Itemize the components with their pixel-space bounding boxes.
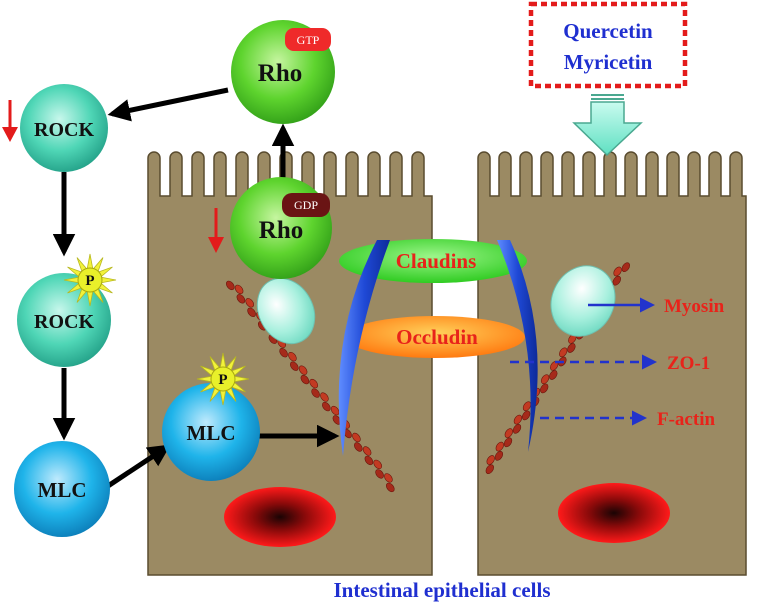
actin-bead xyxy=(309,378,318,389)
myosin-label: Myosin xyxy=(664,296,725,317)
claudins-label: Claudins xyxy=(396,249,477,273)
phosphate-rock-label: P xyxy=(85,273,94,289)
right-vesicle xyxy=(550,265,616,337)
actin-bead xyxy=(362,446,372,456)
mlc-p-node: MLC P xyxy=(162,352,260,481)
actin-bead xyxy=(567,343,576,353)
rock-p-circle xyxy=(17,273,111,367)
actin-bead xyxy=(612,275,621,286)
occludin-oval xyxy=(345,316,525,358)
actin-bead xyxy=(226,280,235,291)
rho-gtp-label: Rho xyxy=(258,60,302,87)
actin-bead xyxy=(236,294,246,304)
actin-bead xyxy=(513,414,523,425)
mlc-p-circle xyxy=(162,383,260,481)
factin-label: F-actin xyxy=(657,409,715,430)
rho-gdp-node: Rho GDP xyxy=(230,177,332,279)
phosphate-core xyxy=(210,366,236,392)
actin-bead xyxy=(494,450,504,461)
rock-p-node: ROCK P xyxy=(17,253,117,367)
actin-bead xyxy=(290,361,299,371)
left-nucleus xyxy=(224,487,336,547)
actin-bead xyxy=(311,388,320,398)
gtp-badge-label: GTP xyxy=(297,33,320,47)
right-nucleus xyxy=(558,483,670,543)
phosphate-sun-rock xyxy=(63,253,117,307)
actin-bead xyxy=(234,284,244,295)
actin-bead xyxy=(298,365,308,375)
actin-bead xyxy=(540,383,549,394)
actin-bead xyxy=(522,401,532,412)
actin-bead xyxy=(373,459,382,470)
rock-p-label: ROCK xyxy=(34,311,94,333)
actin-bead xyxy=(495,441,504,452)
actin-bead xyxy=(485,464,494,475)
arrow-mlc-to-mlcp xyxy=(106,444,171,489)
rho-gdp-label: Rho xyxy=(259,217,303,244)
actin-bead xyxy=(549,370,558,380)
actin-bead xyxy=(512,423,522,434)
actin-bead xyxy=(486,455,495,465)
actin-bead xyxy=(352,432,361,443)
actin-bead xyxy=(613,266,622,277)
actin-bead xyxy=(330,405,340,416)
right-cell-body xyxy=(477,151,747,576)
actin-bead xyxy=(247,307,256,317)
phosphate-mlc-label: P xyxy=(218,372,227,388)
actin-bead xyxy=(384,473,393,483)
caption: Intestinal epithelial cells xyxy=(334,578,551,602)
actin-bead xyxy=(245,298,254,308)
mlc-p-label: MLC xyxy=(187,421,236,445)
actin-bead xyxy=(354,442,363,452)
actin-bead xyxy=(386,482,395,493)
rock-label: ROCK xyxy=(34,119,94,141)
left-vesicle xyxy=(256,277,316,345)
right-junction-membrane xyxy=(497,240,538,452)
actin-bead xyxy=(364,455,374,466)
mlc-circle xyxy=(14,441,110,537)
rho-gtp-node: Rho GTP xyxy=(231,20,335,124)
actin-bead xyxy=(320,392,329,402)
actin-bead xyxy=(521,410,531,421)
actin-bead xyxy=(504,428,513,438)
actin-bead xyxy=(375,469,384,479)
phosphate-sun-mlc xyxy=(196,352,250,406)
inhibitor-quercetin-label: Quercetin xyxy=(563,19,653,43)
rho-down-arrow xyxy=(208,208,224,253)
actin-bead xyxy=(288,352,297,362)
gdp-badge-label: GDP xyxy=(294,198,318,212)
phosphate-core xyxy=(77,267,103,293)
actin-bead xyxy=(621,262,630,273)
actin-bead xyxy=(540,374,550,385)
right-cell xyxy=(477,151,747,576)
actin-bead xyxy=(300,374,310,385)
mlc-label: MLC xyxy=(38,478,87,502)
rock-down-arrow xyxy=(2,100,18,142)
actin-bead xyxy=(503,437,513,448)
rock-circle xyxy=(20,84,108,172)
inhibitor-arrow xyxy=(572,94,643,157)
actin-bead xyxy=(279,348,288,358)
left-junction-membrane xyxy=(338,240,390,456)
mlc-node: MLC xyxy=(14,441,110,537)
arrow-rho-to-rock xyxy=(107,87,229,122)
rock-node: ROCK xyxy=(20,84,108,172)
actin-bead xyxy=(559,347,568,358)
zo1-label: ZO-1 xyxy=(667,353,710,374)
gtp-badge xyxy=(285,28,331,51)
inhibitor-box xyxy=(528,1,688,89)
actin-bead xyxy=(322,401,331,412)
inhibitor-myricetin-label: Myricetin xyxy=(564,50,653,74)
occludin-label: Occludin xyxy=(396,325,478,349)
gdp-badge xyxy=(282,193,330,217)
